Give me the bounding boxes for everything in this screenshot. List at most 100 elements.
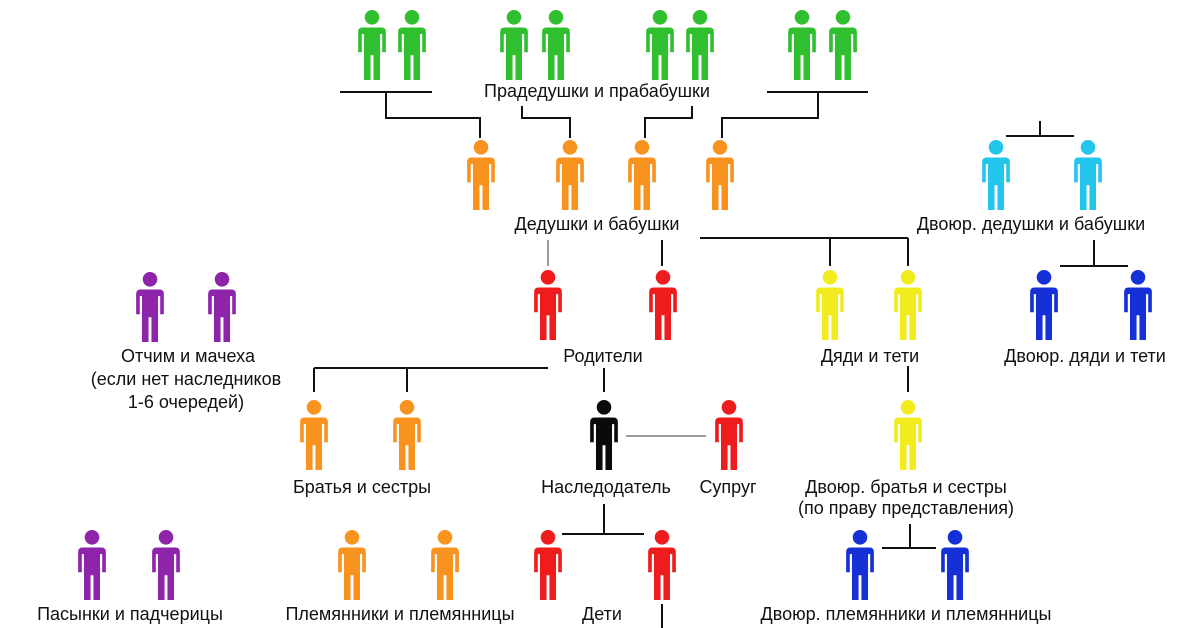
person-body [829,27,857,80]
person-body [393,417,421,470]
person-body [338,547,366,600]
person-body [706,157,734,210]
label-spouse: Супруг [699,477,757,497]
person-head [399,400,415,415]
person-head [548,10,564,25]
person-head [654,530,670,545]
person-icon-great-uncles-aunts [982,140,1010,210]
person-icon-first-cousins-once-removed [1030,270,1058,340]
label-great-grandparents: Прадедушки и прабабушки [484,81,710,101]
label-stepparents-line2: (если нет наследников [91,369,281,389]
person-body [788,27,816,80]
person-body [556,157,584,210]
person-body [648,547,676,600]
person-body [542,27,570,80]
person-icon-grandparents [706,140,734,210]
person-body [894,287,922,340]
label-parents: Родители [563,346,642,366]
person-head [712,140,728,155]
person-head [721,400,737,415]
person-icon-great-grandparents [358,10,386,80]
labels: Прадедушки и прабабушки Дедушки и бабушк… [37,81,1166,624]
person-head [900,270,916,285]
person-icon-cousins-children [941,530,969,600]
person-icon-cousins [894,400,922,470]
person-head [1130,270,1146,285]
connector [313,367,605,392]
person-head [562,140,578,155]
label-stepparents-line1: Отчим и мачеха [121,346,256,366]
connector [562,504,644,535]
person-head [142,272,158,287]
person-body [1030,287,1058,340]
person-head [900,400,916,415]
person-body [628,157,656,210]
person-body [300,417,328,470]
person-head [214,272,230,287]
person-body [646,27,674,80]
person-icon-first-cousins-once-removed [1124,270,1152,340]
label-siblings: Братья и сестры [293,477,431,497]
person-icon-grandparents [556,140,584,210]
person-head [835,10,851,25]
person-icon-stepchildren [152,530,180,600]
label-great-uncles-aunts: Двоюр. дедушки и бабушки [917,214,1145,234]
person-icon-stepchildren [78,530,106,600]
connector [1006,121,1074,137]
person-head [158,530,174,545]
person-icon-great-grandparents [646,10,674,80]
connector [644,106,693,138]
person-body [941,547,969,600]
person-body [152,547,180,600]
person-body [534,287,562,340]
person-icon-siblings [393,400,421,470]
person-body [649,287,677,340]
person-head [344,530,360,545]
person-icon-children [534,530,562,600]
person-icon-great-grandparents [686,10,714,80]
person-head [404,10,420,25]
label-grandparents: Дедушки и бабушки [515,214,680,234]
person-body [982,157,1010,210]
person-head [988,140,1004,155]
person-head [364,10,380,25]
connector [700,237,909,266]
person-icon-grandparents [628,140,656,210]
person-icon-great-uncles-aunts [1074,140,1102,210]
person-icon-spouse [715,400,743,470]
label-first-cousins-once-removed: Двоюр. дяди и тети [1004,346,1166,366]
person-body [467,157,495,210]
person-icon-great-grandparents [542,10,570,80]
label-testator: Наследодатель [541,477,671,497]
connector [340,91,481,138]
person-head [84,530,100,545]
person-icon-uncles-aunts [816,270,844,340]
person-icon-great-grandparents [829,10,857,80]
label-children: Дети [582,604,622,624]
person-head [506,10,522,25]
label-stepchildren: Пасынки и падчерицы [37,604,223,624]
person-body [208,289,236,342]
person-icon-parents [649,270,677,340]
label-cousins-children: Двоюр. племянники и племянницы [761,604,1052,624]
person-icon-children [648,530,676,600]
connector [521,106,571,138]
person-body [686,27,714,80]
label-cousins-line1: Двоюр. братья и сестры [805,477,1007,497]
person-figures [78,10,1152,600]
person-body [846,547,874,600]
person-body [894,417,922,470]
connector-lines [313,91,1128,628]
person-head [306,400,322,415]
person-head [692,10,708,25]
connector [1060,240,1128,267]
person-head [473,140,489,155]
label-nephews-nieces: Племянники и племянницы [285,604,514,624]
person-head [437,530,453,545]
person-body [1074,157,1102,210]
label-cousins-line2: (по праву представления) [798,498,1014,518]
person-head [634,140,650,155]
person-body [78,547,106,600]
person-head [852,530,868,545]
